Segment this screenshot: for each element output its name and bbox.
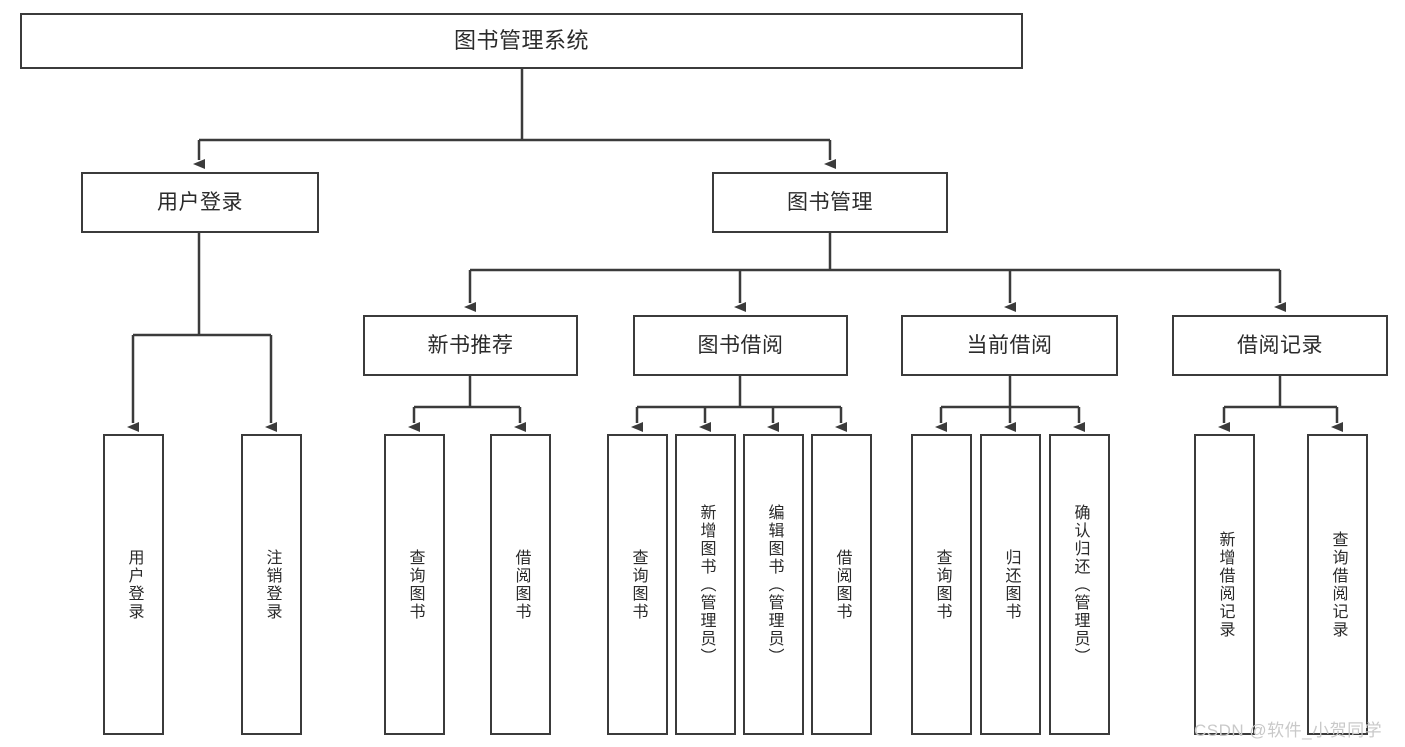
node-book-manage[interactable]: 图书管理 [712, 172, 948, 233]
node-borrow-record[interactable]: 借阅记录 [1172, 315, 1388, 376]
leaf-label: 归还图书 [1002, 548, 1020, 621]
leaf-add-borrow-record[interactable]: 新增借阅记录 [1194, 434, 1255, 735]
leaf-label: 编辑图书（管理员） [765, 503, 783, 666]
leaf-query-book-cb[interactable]: 查询图书 [911, 434, 972, 735]
leaf-label: 借阅图书 [512, 548, 530, 621]
leaf-borrow-book-bb[interactable]: 借阅图书 [811, 434, 872, 735]
leaf-label: 新增图书（管理员） [697, 503, 715, 666]
leaf-label: 借阅图书 [833, 548, 851, 621]
leaf-label: 查询图书 [406, 548, 424, 621]
leaf-confirm-return-admin[interactable]: 确认归还（管理员） [1049, 434, 1110, 735]
node-book-borrow[interactable]: 图书借阅 [633, 315, 848, 376]
leaf-edit-book-admin[interactable]: 编辑图书（管理员） [743, 434, 804, 735]
node-user-login[interactable]: 用户登录 [81, 172, 319, 233]
leaf-return-book[interactable]: 归还图书 [980, 434, 1041, 735]
leaf-user-login[interactable]: 用户登录 [103, 434, 164, 735]
leaf-label: 查询借阅记录 [1329, 530, 1347, 639]
csdn-watermark: CSDN @软件_小贺同学 [1194, 721, 1383, 740]
leaf-add-book-admin[interactable]: 新增图书（管理员） [675, 434, 736, 735]
node-current-borrow[interactable]: 当前借阅 [901, 315, 1118, 376]
leaf-logout[interactable]: 注销登录 [241, 434, 302, 735]
leaf-query-borrow-record[interactable]: 查询借阅记录 [1307, 434, 1368, 735]
leaf-query-book-nb[interactable]: 查询图书 [384, 434, 445, 735]
leaf-label: 确认归还（管理员） [1071, 503, 1089, 666]
leaf-label: 用户登录 [125, 548, 143, 621]
node-root[interactable]: 图书管理系统 [20, 13, 1023, 69]
leaf-label: 查询图书 [629, 548, 647, 621]
leaf-label: 新增借阅记录 [1216, 530, 1234, 639]
leaf-label: 注销登录 [263, 548, 281, 621]
leaf-query-book-bb[interactable]: 查询图书 [607, 434, 668, 735]
node-new-book-recommend[interactable]: 新书推荐 [363, 315, 578, 376]
leaf-label: 查询图书 [933, 548, 951, 621]
leaf-borrow-book-nb[interactable]: 借阅图书 [490, 434, 551, 735]
